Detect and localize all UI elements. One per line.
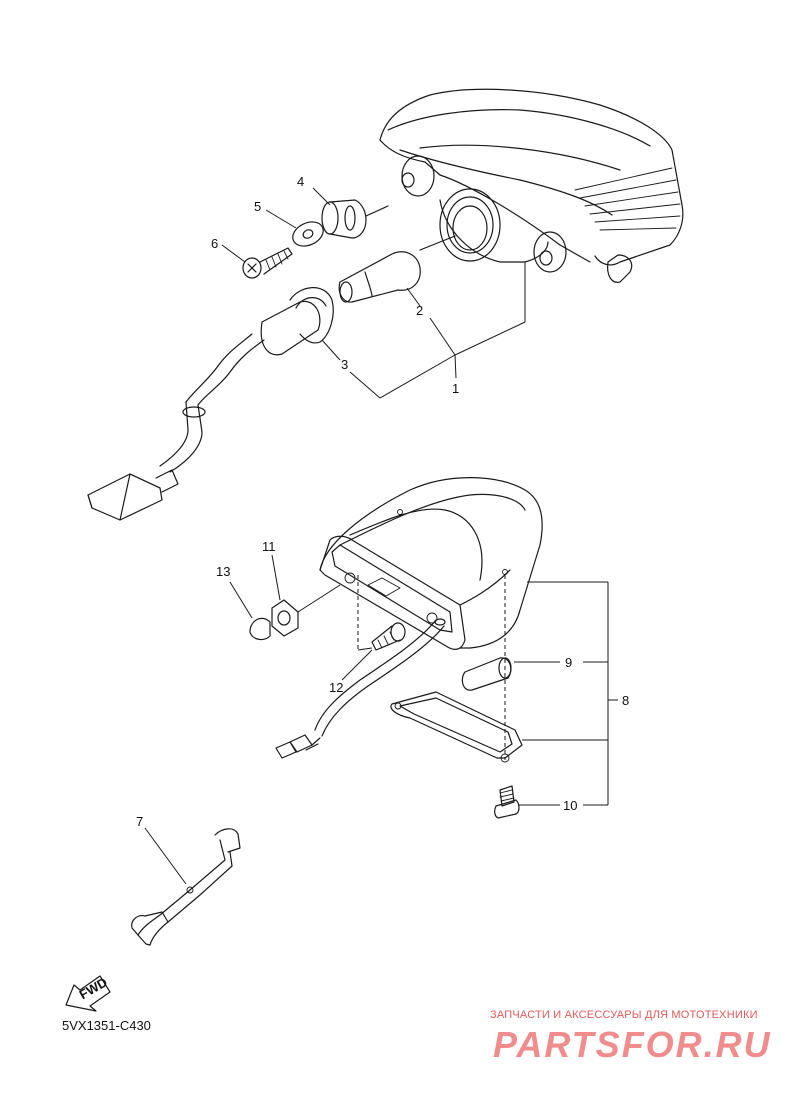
callout-9: 9 [565,655,572,670]
callout-1: 1 [452,381,459,396]
bulb-part-9 [461,657,560,691]
callout-12: 12 [329,680,343,695]
washer-part-5 [292,221,324,247]
bracket-part-11 [271,554,341,637]
grommet-part-4 [321,199,389,239]
callout-8: 8 [622,693,629,708]
watermark-tagline: ЗАПЧАСТИ И АКСЕССУАРЫ ДЛЯ МОТОТЕХНИКИ [490,1009,758,1021]
part-code: 5VX1351-C430 [62,1018,151,1033]
lens-plate-part-8 [390,691,523,763]
tail-light-housing [379,88,684,283]
socket-cord-part-3 [87,287,334,521]
callout-13: 13 [216,564,230,579]
screw-part-6 [242,247,293,279]
callout-leaders-top [221,187,526,399]
callout-4: 4 [297,174,304,189]
callout-11: 11 [262,539,276,554]
screw-part-10 [494,785,520,819]
callout-10: 10 [563,798,577,813]
watermark-logo: PARTSFOR.RU [493,1024,772,1065]
fwd-arrow-icon: FWD [65,974,111,1012]
callout-3: 3 [341,357,348,372]
callout-numbers: 1 2 3 4 5 6 7 8 9 10 11 12 13 [136,174,629,829]
callout-5: 5 [254,199,261,214]
stay-part-7 [131,827,241,946]
callout-leaders-bottom [518,581,618,806]
license-light-housing [275,477,543,760]
nut-part-13 [229,581,271,641]
callout-2: 2 [416,303,423,318]
screw-part-12 [341,622,406,681]
fwd-label: FWD [77,974,110,1002]
bulb-part-2 [338,235,456,303]
callout-7: 7 [136,814,143,829]
callout-6: 6 [211,236,218,251]
